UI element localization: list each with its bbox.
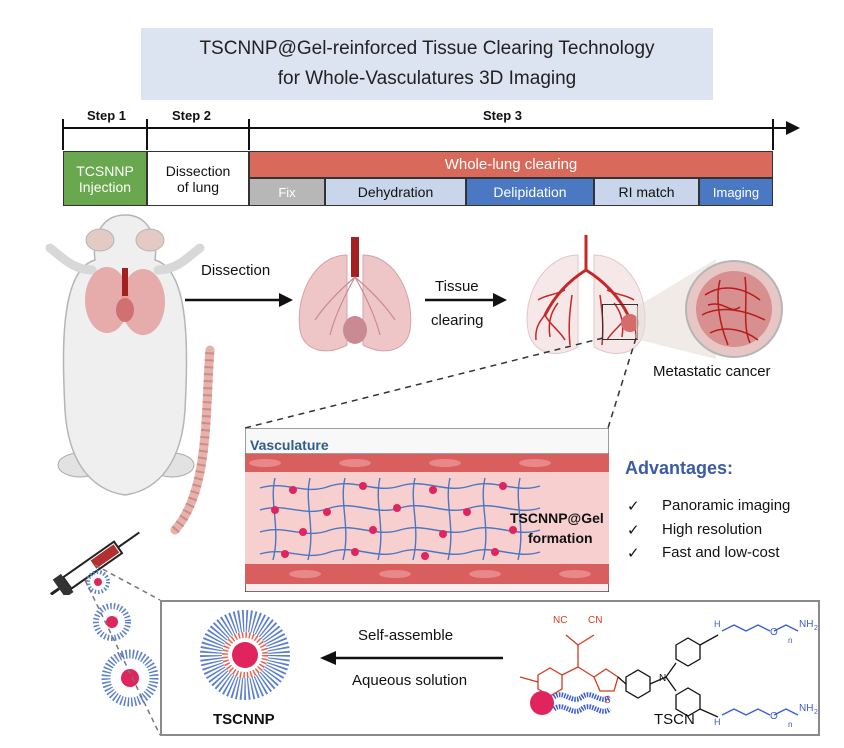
tissue-clearing-arrow xyxy=(425,293,507,307)
substep-imaging: Imaging xyxy=(699,178,773,206)
self-assemble-arrow xyxy=(320,651,503,665)
advantage-item-3: Fast and low-cost xyxy=(662,544,780,561)
whole-lung-clearing-bar: Whole-lung clearing xyxy=(249,151,773,178)
chem-h-bottom: H xyxy=(714,717,721,727)
substep-delipidation: Delipidation xyxy=(466,178,594,206)
vessel-panel xyxy=(245,428,609,592)
step-1-box-line1: TCSNNP xyxy=(76,162,134,179)
tscn-amphiphile-icon xyxy=(530,691,612,715)
advantage-item-1: Panoramic imaging xyxy=(662,497,791,514)
tissue-clearing-line2: clearing xyxy=(431,312,484,329)
chem-h-top: H xyxy=(714,619,721,629)
substep-ri-match: RI match xyxy=(594,178,699,206)
self-assemble-label: Self-assemble xyxy=(358,627,454,644)
title-line-1: TSCNNP@Gel-reinforced Tissue Clearing Te… xyxy=(199,38,655,59)
step-1-box: TCSNNP Injection xyxy=(63,151,147,206)
tscn-label: TSCN xyxy=(654,711,695,728)
chem-nh-top: NH xyxy=(799,619,813,630)
chem-n: N xyxy=(659,673,666,684)
advantages-title: Advantages: xyxy=(625,458,734,478)
step-2-box-line2: of lung xyxy=(176,178,220,195)
chem-sub2-top: 2 xyxy=(814,625,818,632)
chem-cn: CN xyxy=(588,615,602,626)
advantage-check-3: ✓ xyxy=(627,545,640,562)
vasculature-label: Vasculature xyxy=(250,437,329,453)
metastatic-cancer-label: Metastatic cancer xyxy=(653,363,771,380)
lung-dissected xyxy=(298,237,412,352)
gel-formation-line2: formation xyxy=(528,530,593,546)
chem-s: S xyxy=(604,695,611,706)
chem-o-top: O xyxy=(770,627,778,638)
substep-fix: Fix xyxy=(249,178,325,206)
step-1-label: Step 1 xyxy=(87,108,127,123)
mouse-illustration xyxy=(45,214,215,535)
tscnnp-label: TSCNNP xyxy=(213,711,275,728)
timeline-axis xyxy=(62,119,800,150)
chem-nh-bottom: NH xyxy=(799,703,813,714)
step-2-box: Dissection of lung xyxy=(147,151,249,206)
advantage-check-2: ✓ xyxy=(627,522,640,539)
tissue-clearing-line1: Tissue xyxy=(435,278,479,295)
chem-sub2-bottom: 2 xyxy=(814,709,818,716)
title-line-2: for Whole-Vasculatures 3D Imaging xyxy=(277,68,577,89)
tscnnp-nanoparticle xyxy=(200,610,290,700)
nanoparticle-trail xyxy=(86,570,159,707)
advantage-check-1: ✓ xyxy=(627,498,640,515)
tscn-structure: NC CN S N O O NH NH 2 2 n n H H xyxy=(519,615,818,729)
chem-n-rep-top: n xyxy=(788,636,792,645)
title-banner: TSCNNP@Gel-reinforced Tissue Clearing Te… xyxy=(141,28,713,100)
step-3-label: Step 3 xyxy=(483,108,523,123)
dissection-arrow xyxy=(185,293,293,307)
advantage-item-2: High resolution xyxy=(662,521,763,538)
step-1-box-line2: Injection xyxy=(78,178,132,195)
dissection-label: Dissection xyxy=(201,262,271,279)
gel-formation-line1: TSCNNP@Gel xyxy=(510,510,604,526)
substep-dehydration: Dehydration xyxy=(325,178,466,206)
step-2-label: Step 2 xyxy=(172,108,212,123)
step-2-box-line1: Dissection xyxy=(165,162,231,179)
syringe-icon xyxy=(49,531,140,595)
chem-nc: NC xyxy=(553,615,567,626)
metastatic-zoom xyxy=(636,259,783,359)
chem-o-bottom: O xyxy=(770,711,778,722)
assembly-panel xyxy=(160,600,820,736)
aqueous-solution-label: Aqueous solution xyxy=(352,672,468,689)
chem-n-rep-bottom: n xyxy=(788,720,792,729)
